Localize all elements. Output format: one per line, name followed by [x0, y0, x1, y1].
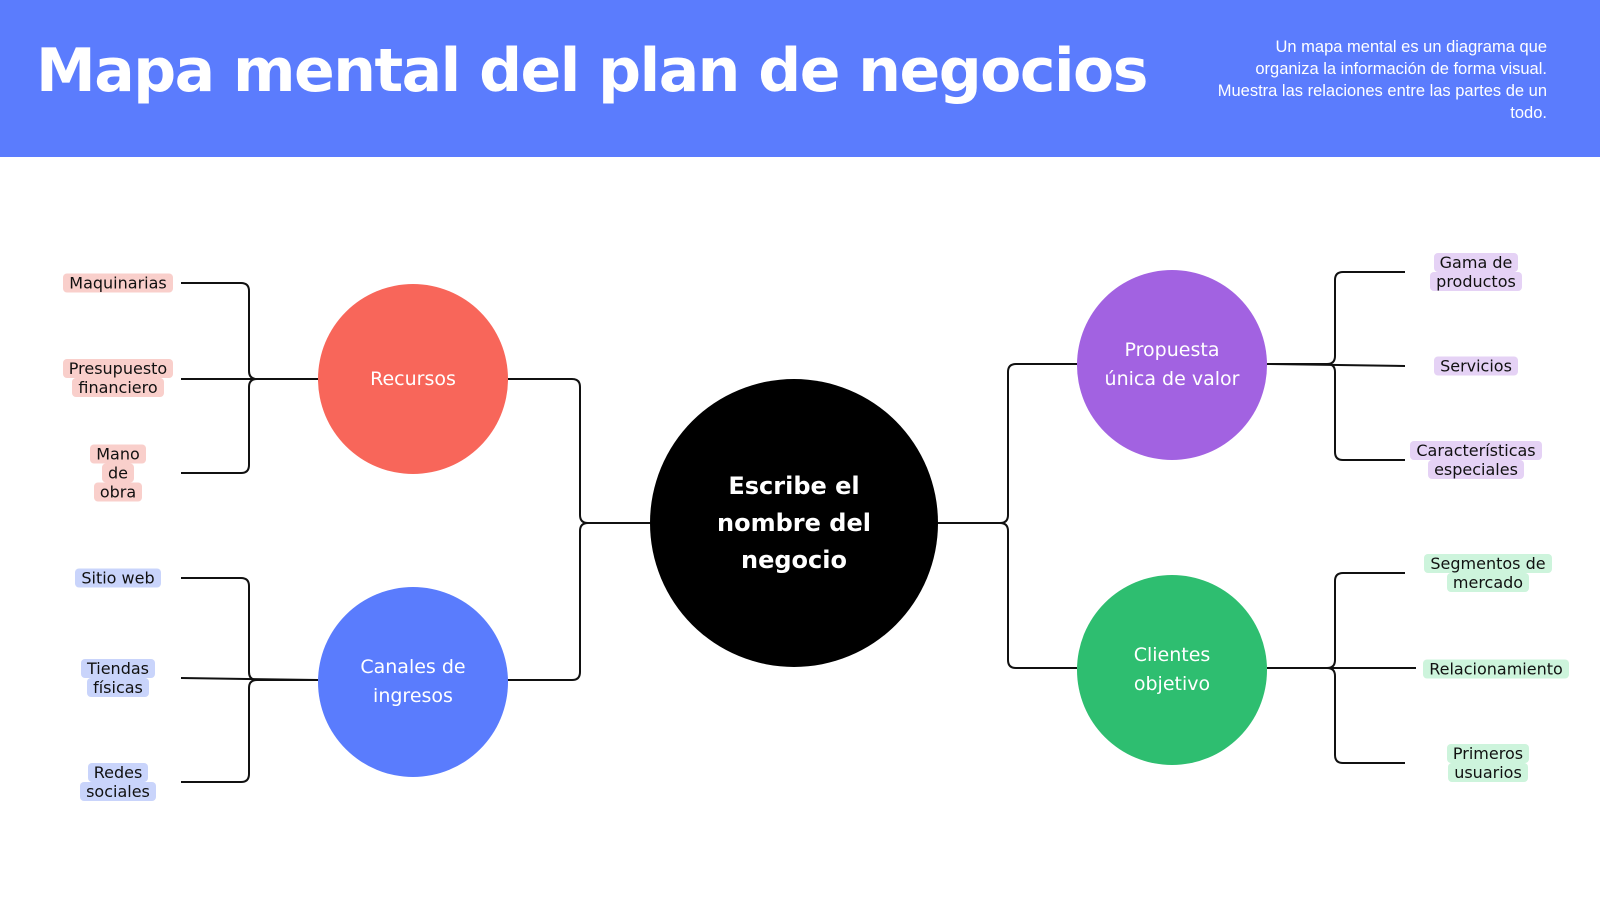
connector-center-canales: [507, 522, 650, 681]
connector-center-recursos: [507, 378, 650, 524]
leaf-sitio-web: Sitio web: [53, 568, 183, 588]
leaf-mano-de-obra: Mano de obra: [83, 444, 153, 502]
connector-center-clientes: [938, 522, 1077, 669]
leaf-label: Presupuesto financiero: [62, 359, 174, 397]
connector-clientes-segmentos: [1267, 572, 1405, 669]
branch-label: Recursos: [370, 367, 456, 390]
connector-recursos-mano: [181, 378, 318, 474]
connector-recursos-maquinarias: [181, 282, 318, 380]
leaf-label: Relacionamiento: [1423, 659, 1569, 679]
leaf-maquinarias: Maquinarias: [53, 273, 183, 293]
leaf-label: Características especiales: [1410, 441, 1542, 479]
branch-node-canales-de-ingresos: Canales de ingresos: [318, 587, 508, 777]
leaf-label: Servicios: [1434, 356, 1518, 376]
branch-node-propuesta-de-valor: Propuesta única de valor: [1077, 270, 1267, 460]
leaf-label: Gama de productos: [1430, 253, 1522, 291]
branch-label: Clientes objetivo: [1133, 644, 1211, 695]
branch-label: Propuesta única de valor: [1104, 339, 1240, 390]
leaf-primeros-usuarios: Primeros usuarios: [1438, 744, 1538, 782]
connector-canales-sitio: [181, 577, 318, 681]
leaf-caracteristicas-especiales: Características especiales: [1401, 441, 1551, 479]
branch-node-recursos: Recursos: [318, 284, 508, 474]
leaf-label: Mano de obra: [90, 444, 146, 502]
leaf-label: Redes sociales: [80, 763, 156, 801]
leaf-presupuesto-financiero: Presupuesto financiero: [58, 359, 178, 397]
leaf-label: Segmentos de mercado: [1424, 554, 1552, 592]
connector-canales-redes: [181, 679, 318, 783]
connector-propuesta-caracteristicas: [1267, 363, 1405, 461]
leaf-segmentos-de-mercado: Segmentos de mercado: [1418, 554, 1558, 592]
leaf-label: Sitio web: [75, 568, 161, 588]
connector-propuesta-gama: [1267, 271, 1405, 365]
branch-node-clientes-objetivo: Clientes objetivo: [1077, 575, 1267, 765]
leaf-gama-de-productos: Gama de productos: [1421, 253, 1531, 291]
connector-center-propuesta: [938, 363, 1077, 524]
leaf-label: Tiendas físicas: [80, 659, 155, 697]
leaf-redes-sociales: Redes sociales: [78, 763, 158, 801]
page-title: Mapa mental del plan de negocios: [36, 36, 1148, 106]
central-node: Escribe el nombre del negocio: [650, 379, 938, 667]
branch-label: Canales de ingresos: [360, 656, 466, 707]
leaf-tiendas-fisicas: Tiendas físicas: [78, 659, 158, 697]
connector-clientes-primeros: [1267, 667, 1405, 764]
central-node-label: Escribe el nombre del negocio: [717, 471, 871, 574]
header-banner: Mapa mental del plan de negocios Un mapa…: [0, 0, 1600, 157]
leaf-label: Maquinarias: [63, 273, 173, 293]
leaf-servicios: Servicios: [1411, 356, 1541, 376]
leaf-relacionamiento: Relacionamiento: [1416, 659, 1576, 679]
leaf-label: Primeros usuarios: [1446, 744, 1530, 782]
page-description: Un mapa mental es un diagrama que organi…: [1217, 38, 1547, 122]
